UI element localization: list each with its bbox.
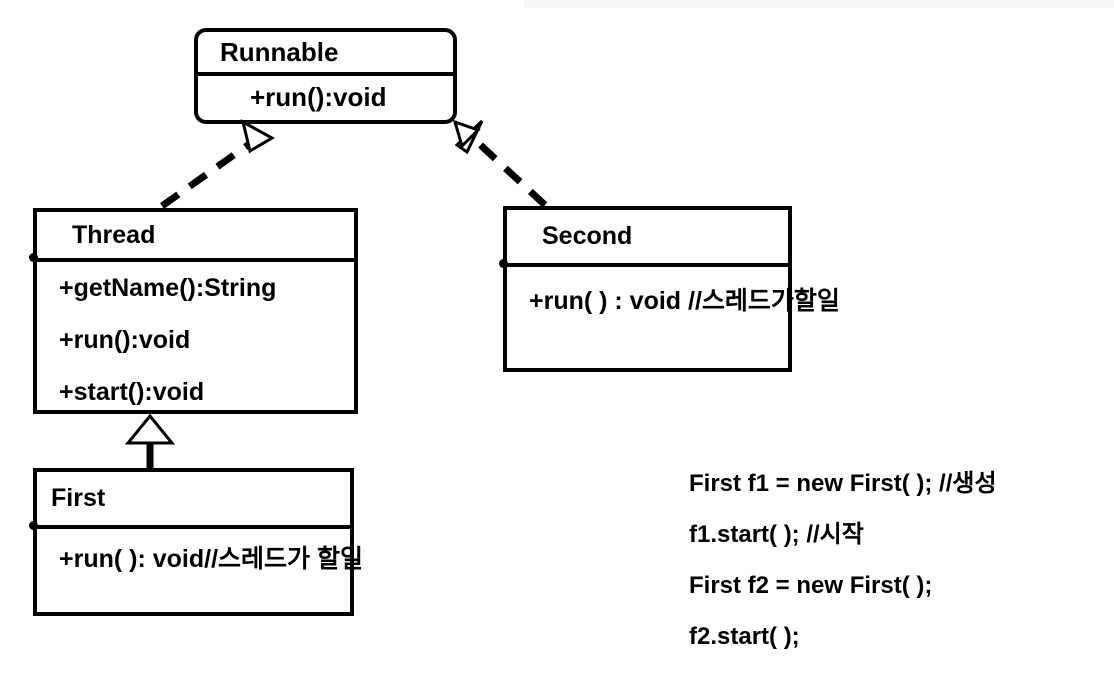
generalization-first-to-thread[interactable] [124, 413, 176, 468]
code-snippet: First f1 = new First( ); //생성 f1.start( … [689, 472, 997, 676]
hollow-triangle-arrowhead [454, 119, 484, 155]
operations-compartment-runnable: +run():void [198, 76, 453, 124]
class-name-first: First [51, 484, 106, 512]
class-box-second[interactable]: Second +run( ) : void //스레드가할일 [503, 206, 840, 372]
operation-item: +getName():String [59, 274, 277, 302]
class-divider [507, 263, 788, 267]
class-divider [37, 525, 350, 529]
operation-item: +run( ): void//스레드가 할일 [59, 545, 363, 573]
class-divider [37, 258, 354, 262]
operation-item: +run():void [250, 82, 387, 112]
hollow-triangle-arrowhead-secondary [452, 119, 481, 149]
realization-thread-to-runnable[interactable] [159, 119, 276, 209]
connection-handle[interactable] [29, 253, 38, 262]
connection-handle[interactable] [499, 259, 508, 268]
operation-item: +run():void [59, 326, 191, 354]
code-line: f1.start( ); //시작 [689, 521, 864, 548]
operations-compartment-second: +run( ) : void //스레드가할일 [507, 267, 840, 372]
class-box-runnable[interactable]: Runnable +run():void [194, 28, 457, 124]
realization-second-to-runnable[interactable] [452, 119, 548, 208]
dashed-line [472, 137, 548, 208]
code-line: First f1 = new First( ); //생성 [689, 470, 997, 497]
class-divider [198, 72, 453, 76]
class-box-first[interactable]: First +run( ): void//스레드가 할일 [33, 468, 363, 616]
class-name-runnable: Runnable [220, 36, 339, 67]
class-name-second: Second [542, 222, 633, 250]
code-line: f2.start( ); [689, 623, 800, 650]
operation-item: +start():void [59, 378, 205, 406]
dashed-line [159, 137, 258, 209]
operations-compartment-first: +run( ): void//스레드가 할일 [37, 529, 363, 616]
code-line: First f2 = new First( ); [689, 572, 933, 599]
connection-handle[interactable] [29, 521, 38, 530]
operation-item: +run( ) : void //스레드가할일 [529, 287, 840, 315]
operations-compartment-thread: +getName():String +run():void +start():v… [37, 262, 354, 414]
hollow-triangle-arrowhead [124, 413, 176, 445]
class-name-thread: Thread [72, 220, 156, 249]
class-box-thread[interactable]: Thread +getName():String +run():void +st… [33, 208, 358, 414]
top-edge-band [524, 0, 1114, 8]
hollow-triangle-arrowhead [240, 119, 276, 154]
